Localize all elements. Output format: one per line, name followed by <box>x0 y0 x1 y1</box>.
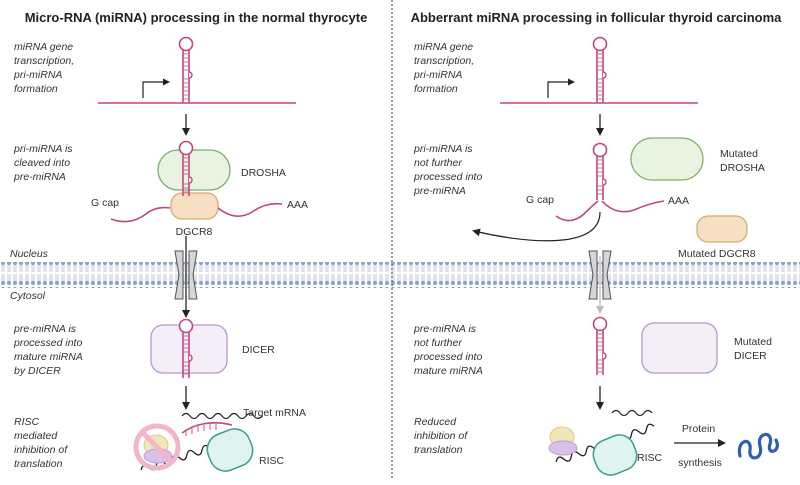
left-nuclear-pore-icon <box>174 250 198 300</box>
right-gene-transcription <box>500 36 698 104</box>
right-degradation-arrow <box>472 211 601 242</box>
mutated-drosha-label: Mutated DROSHA <box>720 148 765 174</box>
left-aaa-label: AAA <box>287 199 308 211</box>
right-step-3-text: pre-miRNA is not further processed into … <box>413 323 485 377</box>
translation-blocked-icon <box>133 423 181 471</box>
dgcr8-protein <box>170 192 219 220</box>
left-step-1-text: miRNA gene transcription, pri-miRNA form… <box>13 41 77 95</box>
left-panel-title: Micro-RNA (miRNA) processing in the norm… <box>25 10 368 25</box>
right-risc-label: RISC <box>637 452 663 464</box>
right-step-4-text: Reduced inhibition of translation <box>414 416 470 456</box>
cell-membrane <box>0 262 800 288</box>
right-pre-mirna-hairpin-icon <box>592 316 608 375</box>
left-pri-mirna-hairpin-icon <box>178 140 194 196</box>
left-gcap-label: G cap <box>91 197 119 209</box>
risc-complex <box>206 428 254 472</box>
left-risc-label: RISC <box>259 455 285 467</box>
mutated-dicer-protein <box>641 322 718 374</box>
left-panel: Micro-RNA (miRNA) processing in the norm… <box>13 10 368 472</box>
right-aaa-label: AAA <box>668 195 689 207</box>
drosha-protein <box>157 149 231 191</box>
target-mrna-tail <box>181 412 263 420</box>
mature-mirna-strand <box>181 422 233 434</box>
right-unprocessed-hairpin-icon <box>592 142 608 200</box>
right-target-mrna-tail <box>611 409 653 417</box>
left-step-3-text: pre-miRNA is processed into mature miRNA… <box>13 323 85 377</box>
promoter-arrow-icon <box>142 78 170 98</box>
dgcr8-label: DGCR8 <box>176 226 213 238</box>
right-gcap-label: G cap <box>526 194 554 206</box>
right-risc-complex <box>592 434 638 476</box>
right-step-1-text: miRNA gene transcription, pri-miRNA form… <box>413 41 477 95</box>
mutated-dgcr8-label: Mutated DGCR8 <box>678 248 756 260</box>
right-panel-title: Abberrant miRNA processing in follicular… <box>411 10 783 25</box>
right-promoter-arrow-icon <box>547 78 575 98</box>
left-step-2-text: pri-miRNA is cleaved into pre-miRNA <box>13 143 75 183</box>
mutated-dicer-label: Mutated DICER <box>734 336 775 362</box>
right-mrna-5prime <box>555 200 599 222</box>
left-pre-mirna-hairpin-icon <box>178 318 194 378</box>
right-pri-mirna-hairpin-icon <box>592 36 608 103</box>
protein-icon <box>737 432 779 460</box>
mirna-binding-rungs <box>185 424 217 436</box>
right-panel: Abberrant miRNA processing in follicular… <box>411 10 783 476</box>
drosha-label: DROSHA <box>241 167 286 179</box>
target-mrna-label: Target mRNA <box>243 407 306 419</box>
left-mrna-5prime <box>110 206 171 223</box>
right-nuclear-pore-icon <box>588 250 612 300</box>
left-step-4-text: RISC mediated inhibition of translation <box>14 416 70 470</box>
nucleus-label: Nucleus <box>10 248 49 260</box>
left-mrna-3prime <box>217 202 283 217</box>
mutated-dgcr8-protein <box>696 215 748 243</box>
right-mrna-3prime <box>601 200 665 213</box>
right-step-2-text: pri-miRNA is not further processed into … <box>413 143 485 197</box>
protein-synthesis-label: Protein synthesis <box>678 423 722 469</box>
pri-mirna-hairpin-icon <box>178 36 194 103</box>
mutated-drosha-protein <box>630 137 704 181</box>
cytosol-label: Cytosol <box>10 290 46 302</box>
right-ribosome-icon <box>548 426 578 456</box>
dicer-label: DICER <box>242 344 275 356</box>
left-gene-transcription <box>98 36 296 104</box>
